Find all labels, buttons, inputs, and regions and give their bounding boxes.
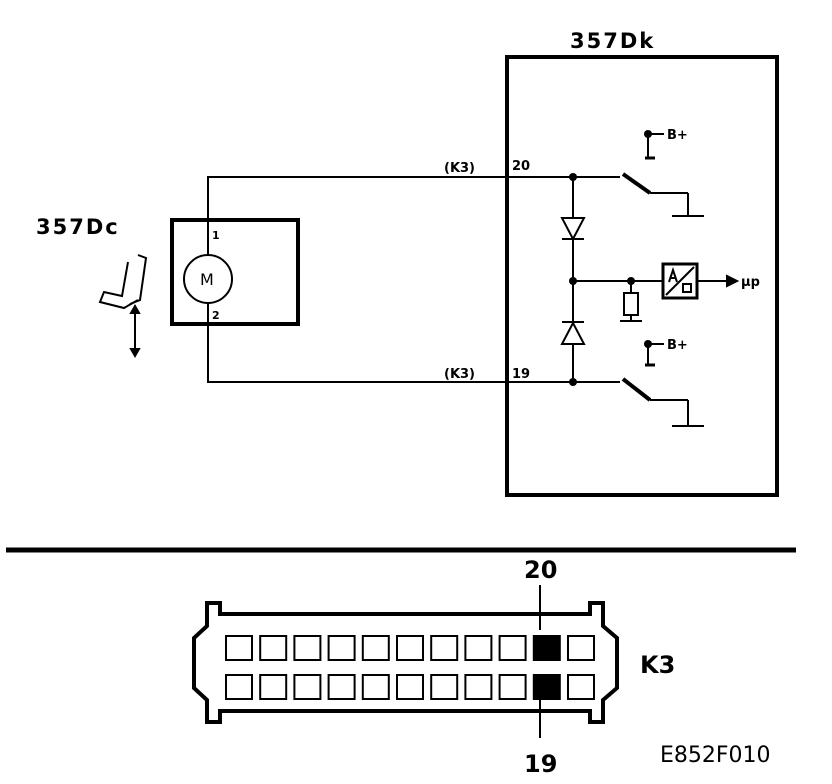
connector-cavity-used (532, 635, 561, 661)
connector-k3-housing (192, 601, 619, 724)
motor-pin-2: 2 (212, 309, 220, 322)
wire-bottom-connector: (K3) (444, 367, 475, 382)
connector-cavity (293, 635, 322, 661)
supply-top: B+ (667, 128, 688, 143)
connector-cavity (567, 635, 595, 661)
connector-cavity (259, 635, 288, 661)
supply-bottom: B+ (667, 338, 688, 353)
ad-converter-icon (661, 262, 740, 300)
connector-cavity (327, 674, 356, 700)
connector-pin-bottom-label: 19 (524, 750, 557, 778)
connector-cavity (396, 674, 424, 700)
switch-icon (573, 133, 689, 216)
wire-pin-19 (207, 303, 573, 383)
connector-cavity (498, 635, 527, 661)
figure-code: E852F010 (660, 743, 771, 768)
connector-cavity-used (532, 674, 561, 700)
connector-cavity (361, 674, 390, 700)
wire-pin-20 (207, 176, 573, 255)
connector-cavity (259, 674, 288, 700)
wire-top-connector: (K3) (444, 161, 475, 176)
connector-cavity (225, 674, 253, 700)
diode-icon (560, 177, 586, 382)
connector-name: K3 (640, 651, 675, 679)
connector-cavity (327, 635, 356, 661)
connector-cavity (293, 674, 322, 700)
motor-unit-label: 357Dc (36, 215, 120, 239)
resistor-icon (620, 281, 642, 322)
output-label: µp (741, 275, 760, 290)
connector-cavity (498, 674, 527, 700)
seat-icon (98, 254, 148, 359)
connector-cavity (396, 635, 424, 661)
connector-cavity (464, 674, 493, 700)
wire-top-pin: 20 (512, 159, 530, 174)
connector-cavity (430, 674, 459, 700)
connector-cavity (567, 674, 595, 700)
switch-icon (573, 343, 689, 426)
motor-symbol: M (200, 270, 214, 289)
wire-bottom-pin: 19 (512, 367, 530, 382)
motor-pin-1: 1 (212, 229, 220, 242)
connector-cavity (464, 635, 493, 661)
connector-pin-top-label: 20 (524, 556, 557, 584)
control-unit-box (505, 55, 779, 497)
connector-cavity (225, 635, 253, 661)
connector-cavity (430, 635, 459, 661)
connector-cavity (361, 635, 390, 661)
control-unit-label: 357Dk (570, 29, 655, 53)
motor-unit-box (170, 218, 300, 326)
connector-k3-cavities (225, 635, 595, 700)
